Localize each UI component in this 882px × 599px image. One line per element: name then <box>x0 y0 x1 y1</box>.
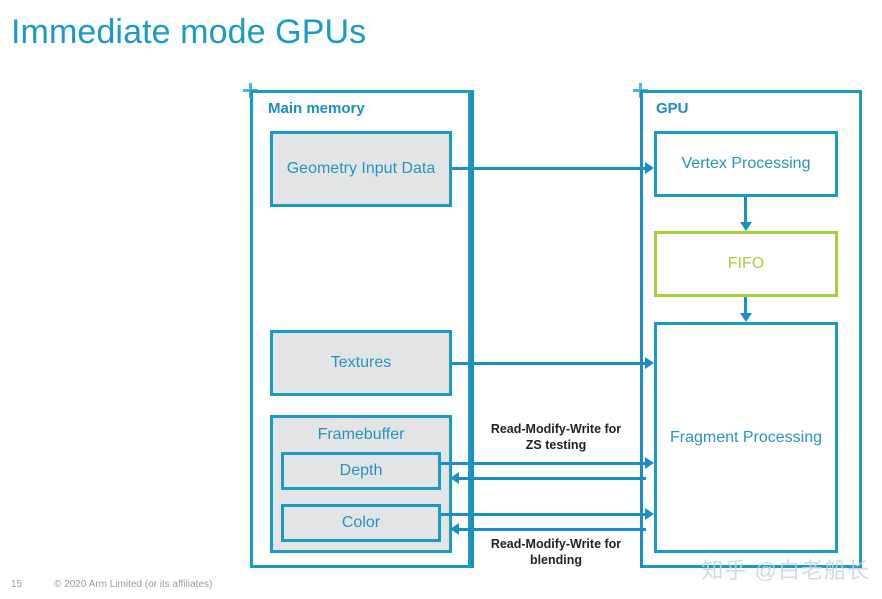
watermark: 知乎 @白老船长 <box>701 558 870 583</box>
connector-color-to-fragment <box>441 513 646 516</box>
annotation-zs-testing: Read-Modify-Write for ZS testing <box>490 422 622 452</box>
depth-block[interactable]: Depth <box>281 452 441 490</box>
framebuffer-label: Framebuffer <box>317 426 405 443</box>
arrowhead-fragment-to-color <box>450 523 459 535</box>
geometry-input-data-block[interactable]: Geometry Input Data <box>270 131 452 207</box>
arrowhead-vertex-to-fifo <box>740 222 752 231</box>
fifo-block[interactable]: FIFO <box>654 231 838 297</box>
footer-copyright: © 2020 Arm Limited (or its affiliates) <box>54 579 213 590</box>
gpu-label: GPU <box>656 100 689 117</box>
arrowhead-depth-to-fragment <box>645 457 654 469</box>
main-memory-label: Main memory <box>268 100 365 117</box>
arrowhead-geometry-to-vertex <box>645 162 654 174</box>
connector-fifo-to-fragment <box>744 297 747 315</box>
connector-geometry-to-vertex <box>452 167 646 170</box>
connector-fragment-to-depth <box>459 477 646 480</box>
textures-block[interactable]: Textures <box>270 330 452 396</box>
routing-line-left-gap <box>471 90 474 568</box>
connector-fragment-to-color <box>459 528 646 531</box>
vertex-processing-block[interactable]: Vertex Processing <box>654 131 838 197</box>
footer-page-number: 15 <box>11 579 23 590</box>
arrowhead-fragment-to-depth <box>450 472 459 484</box>
fragment-processing-block[interactable]: Fragment Processing <box>654 322 838 553</box>
annotation-blending: Read-Modify-Write for blending <box>490 537 622 567</box>
page-title: Immediate mode GPUs <box>11 13 367 51</box>
connector-vertex-to-fifo <box>744 197 747 224</box>
color-block[interactable]: Color <box>281 504 441 542</box>
routing-line-right-gap <box>640 90 643 568</box>
arrowhead-fifo-to-fragment <box>740 313 752 322</box>
arrowhead-color-to-fragment <box>645 508 654 520</box>
connector-textures-to-fragment <box>452 362 646 365</box>
main-memory-container <box>250 90 471 568</box>
arrowhead-textures-to-fragment <box>645 357 654 369</box>
connector-depth-to-fragment <box>441 462 646 465</box>
